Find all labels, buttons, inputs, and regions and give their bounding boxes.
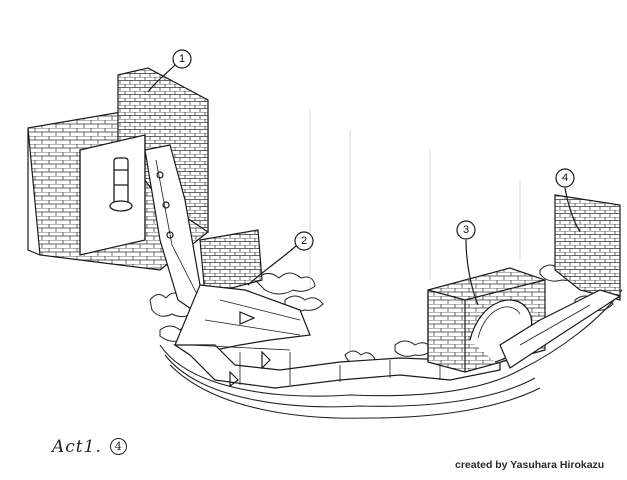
callout-leaders <box>147 64 581 306</box>
act-number-circle: 4 <box>110 438 128 455</box>
middle-wall <box>199 229 263 296</box>
callout-2-label: 2 <box>301 235 307 247</box>
callout-4: 4 <box>555 168 575 188</box>
act-label: Act1. 4 <box>52 437 128 457</box>
callout-3-label: 3 <box>463 224 469 236</box>
act-label-text: Act1. <box>52 437 102 457</box>
guide-lines <box>309 110 521 360</box>
callout-4-label: 4 <box>562 172 568 184</box>
right-wall <box>499 194 622 369</box>
callout-1-label: 1 <box>179 53 185 65</box>
callout-3: 3 <box>456 220 476 240</box>
winding-track <box>173 284 501 389</box>
pipe <box>109 157 133 212</box>
ground-base <box>159 289 623 419</box>
credit-text: created by Yasuhara Hirokazu <box>455 459 605 471</box>
callout-1: 1 <box>172 49 192 69</box>
callout-2: 2 <box>294 231 314 251</box>
